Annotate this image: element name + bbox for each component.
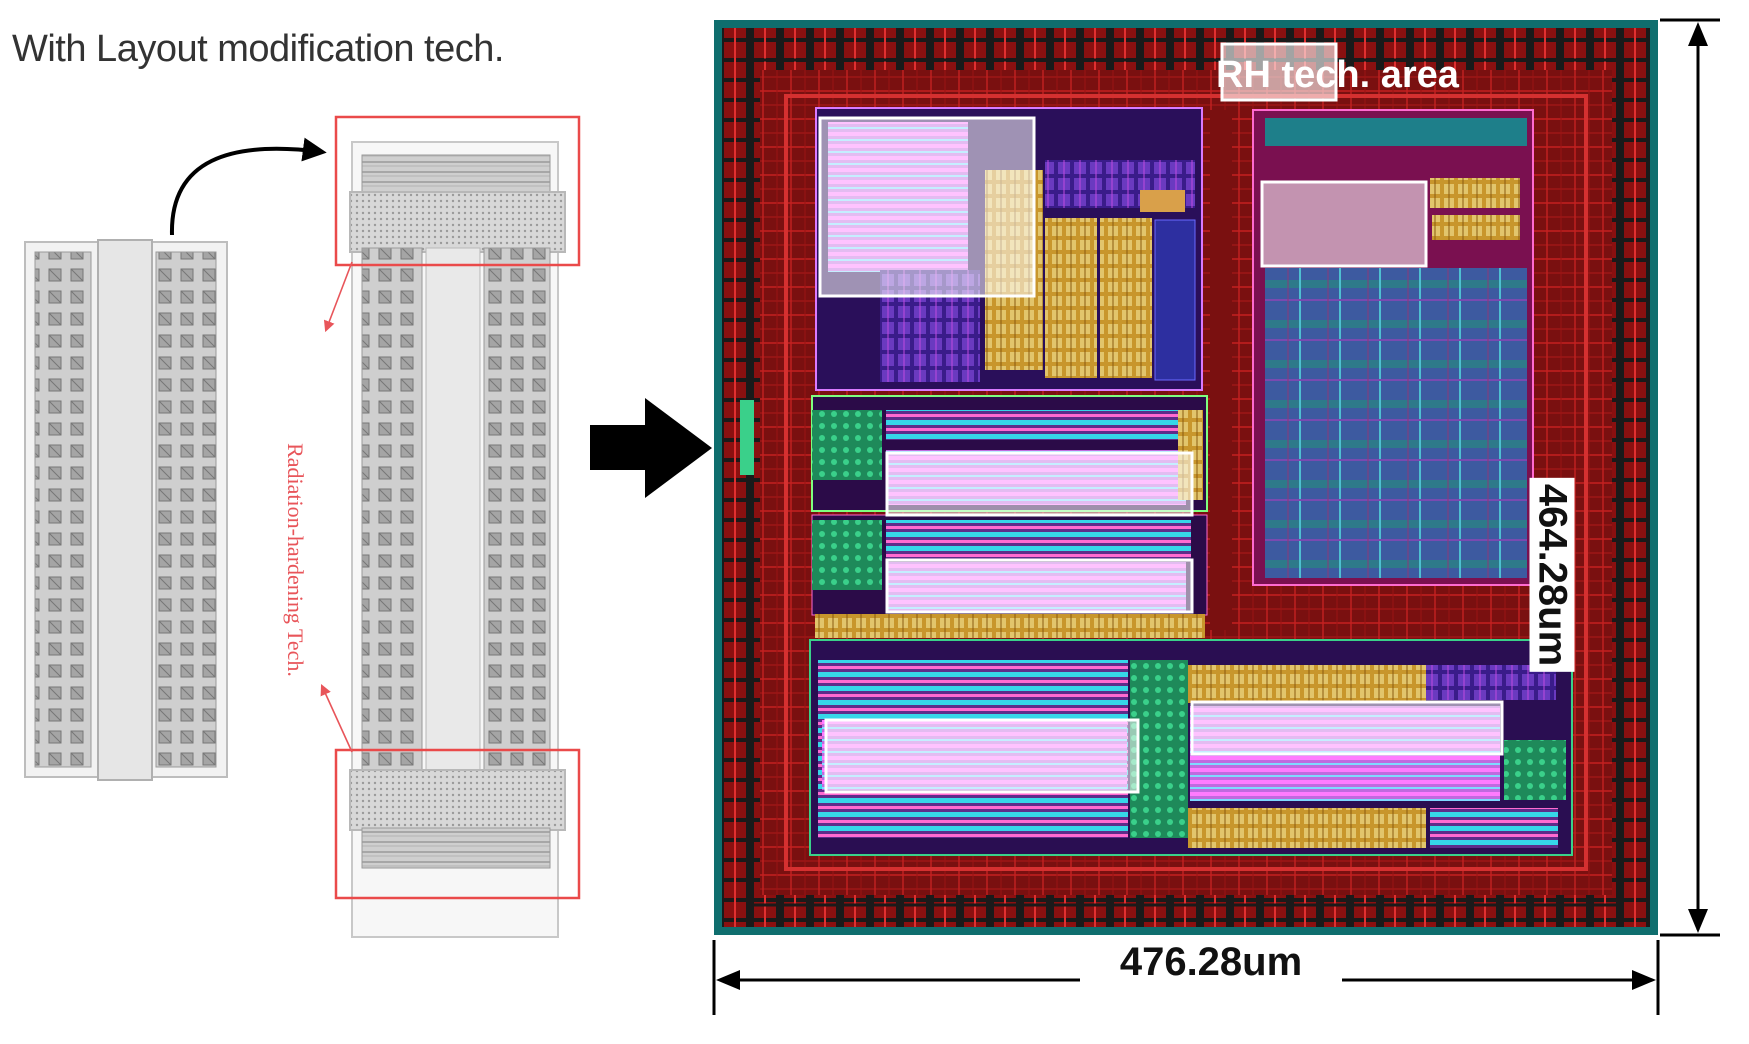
- width-dimension-label: 476.28um: [1080, 940, 1342, 985]
- dimension-height: [1660, 18, 1720, 937]
- transform-arrow: [590, 398, 712, 498]
- height-dimension-label: 464.28um: [1529, 477, 1575, 673]
- modification-arrow: [169, 137, 327, 236]
- modified-transistor-layout: [349, 141, 566, 938]
- rh-highlight-bottom: [334, 748, 581, 900]
- rh-highlight-top: [334, 115, 581, 267]
- original-transistor-layout: [24, 239, 228, 781]
- rh-legend-swatch: [1220, 42, 1338, 102]
- rh-technique-label: Radiation-hardening Tech.: [282, 439, 308, 681]
- figure-title: With Layout modification tech.: [12, 28, 504, 70]
- rh-pointer-top: [323, 261, 353, 333]
- rh-legend-label: RH tech. area: [1216, 54, 1459, 96]
- rh-tech-areas: [818, 116, 1504, 794]
- rh-pointer-bottom: [320, 683, 353, 753]
